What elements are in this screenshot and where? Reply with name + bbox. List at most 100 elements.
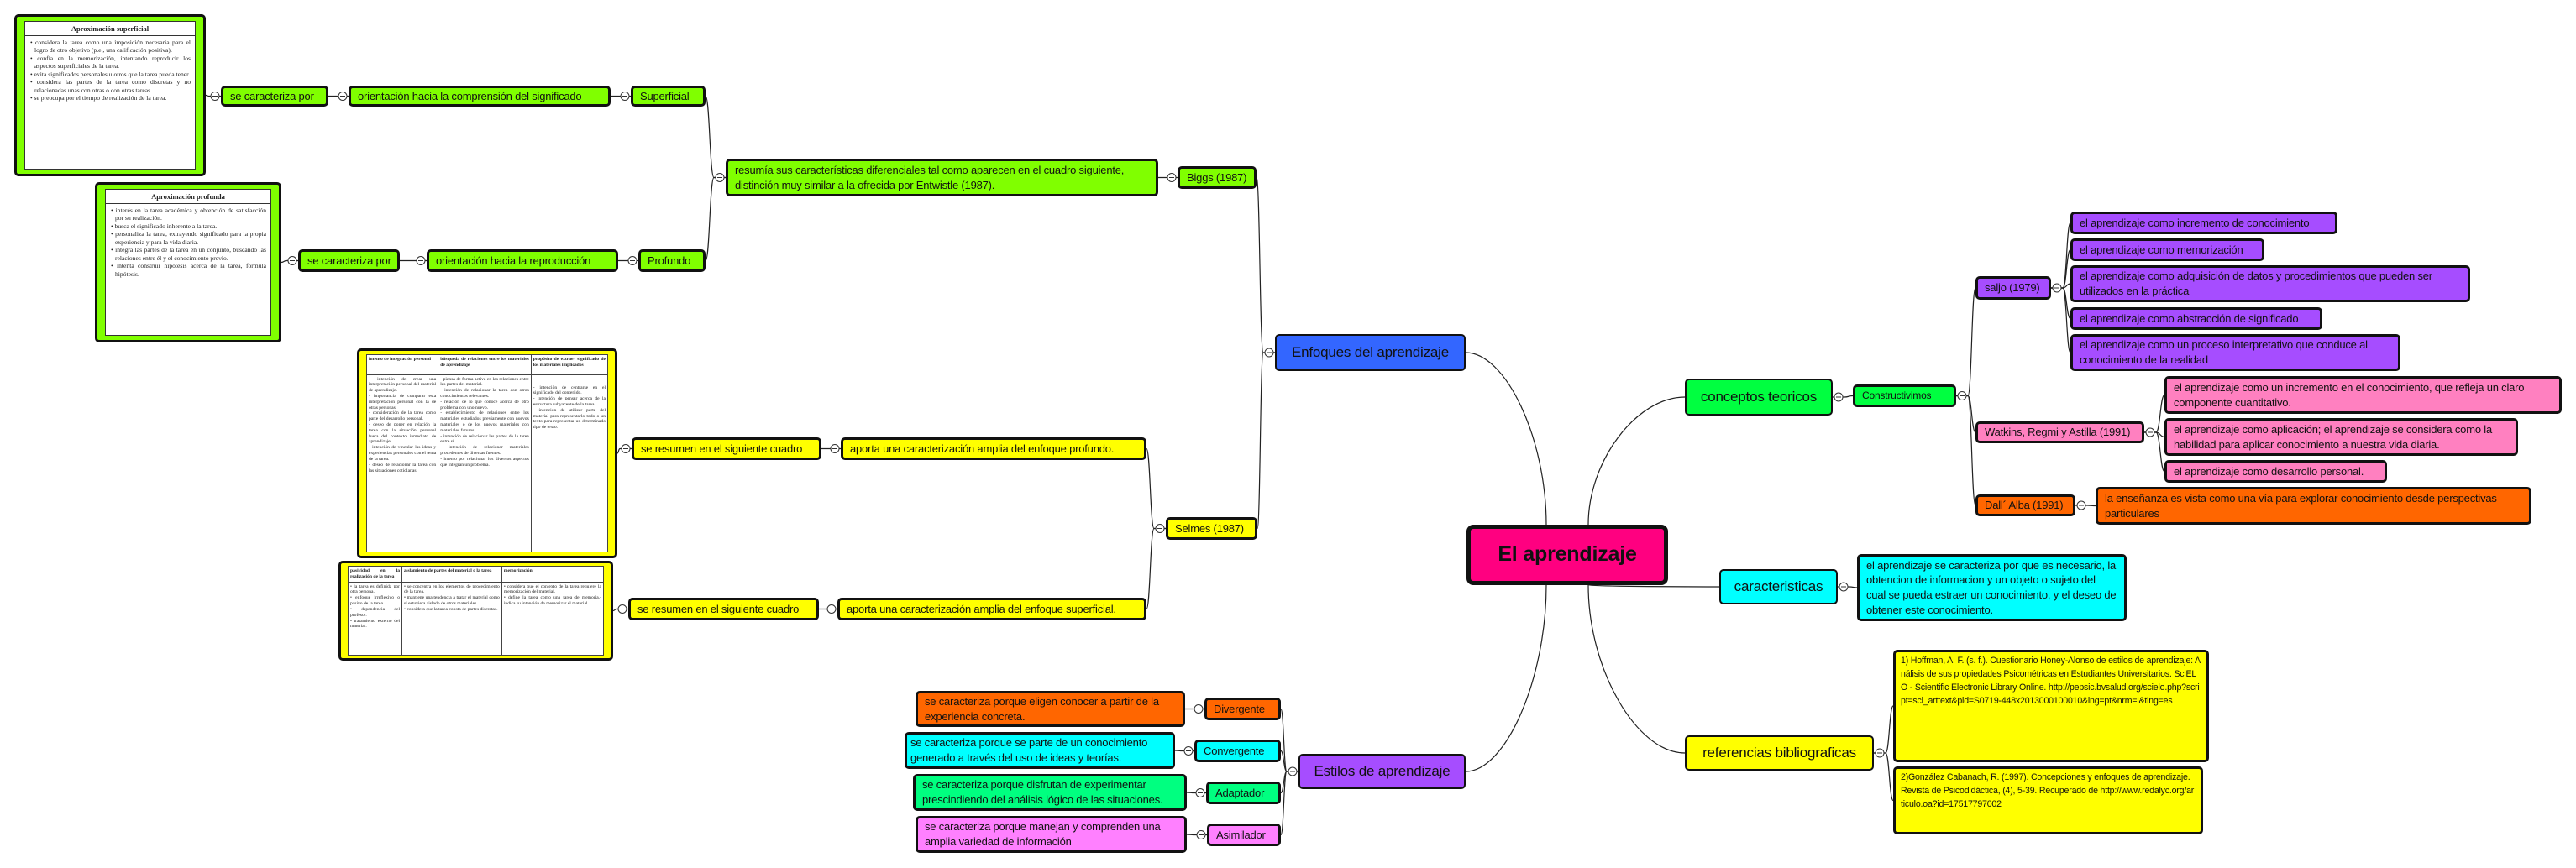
collapse-circle-icon[interactable] <box>2145 427 2155 437</box>
collapse-circle-icon[interactable] <box>826 604 837 614</box>
topic-label: Divergente <box>1214 702 1265 715</box>
topic-biggs-summary[interactable]: resumía sus características diferenciale… <box>726 159 1158 196</box>
topic-label: se caracteriza porque manejan y comprend… <box>925 820 1161 848</box>
table-header: memorización <box>501 566 605 583</box>
topic-label: conceptos teoricos <box>1700 388 1818 405</box>
topic-style-description[interactable]: se caracteriza porque manejan y comprend… <box>916 816 1187 853</box>
connector-line <box>2144 431 2165 438</box>
topic-relation-superficial[interactable]: se caracteriza por <box>221 86 328 107</box>
collapse-circle-icon[interactable] <box>210 92 220 101</box>
topic-superficial[interactable]: Superficial <box>631 86 706 107</box>
collapse-circle-icon[interactable] <box>1195 788 1205 797</box>
root-topic[interactable]: El aprendizaje <box>1466 525 1668 585</box>
topic-author-dall-alba[interactable]: Dall´ Alba (1991) <box>1975 494 2075 516</box>
topic-selmes[interactable]: Selmes (1987) <box>1166 517 1257 540</box>
topic-label: Convergente <box>1204 744 1265 757</box>
collapse-circle-icon[interactable] <box>715 173 725 182</box>
list-item: • evita significados personales u otros … <box>30 70 191 78</box>
topic-style-description[interactable]: se caracteriza porque eligen conocer a p… <box>916 691 1185 727</box>
collapse-circle-icon[interactable] <box>1264 348 1274 358</box>
topic-author-watkins[interactable]: Watkins, Regmi y Astilla (1991) <box>1975 421 2144 443</box>
collapse-circle-icon[interactable] <box>620 92 630 101</box>
collapse-circle-icon[interactable] <box>1957 391 1967 400</box>
list-item: • considera las partes de la tarea como … <box>30 78 191 94</box>
collapse-circle-icon[interactable] <box>287 256 297 265</box>
connector-line <box>1874 705 1894 754</box>
topic-caracteristicas[interactable]: caracteristicas <box>1719 569 1838 604</box>
collapse-circle-icon[interactable] <box>617 604 627 614</box>
topic-estilos[interactable]: Estilos de aprendizaje <box>1298 754 1466 789</box>
collapse-circle-icon[interactable] <box>1875 748 1885 758</box>
topic-style-asimilador[interactable]: Asimilador <box>1207 824 1281 846</box>
topic-label: se resumen en el siguiente cuadro <box>637 602 800 615</box>
collapse-circle-icon[interactable] <box>416 256 426 265</box>
topic-label: la enseñanza es vista como una vía para … <box>2105 491 2497 520</box>
collapse-circle-icon[interactable] <box>1194 704 1204 714</box>
topic-concept-item[interactable]: el aprendizaje como desarrollo personal. <box>2164 460 2387 483</box>
topic-style-divergente[interactable]: Divergente <box>1204 698 1281 720</box>
topic-selmes-superficial-relation[interactable]: se resumen en el siguiente cuadro <box>628 598 819 620</box>
collapse-circle-icon[interactable] <box>1834 392 1844 402</box>
topic-style-description[interactable]: se caracteriza porque disfrutan de exper… <box>913 774 1187 811</box>
topic-concept-item[interactable]: el aprendizaje como incremento de conoci… <box>2070 212 2337 234</box>
collapse-circle-icon[interactable] <box>1167 173 1177 182</box>
collapse-circle-icon[interactable] <box>1288 766 1298 776</box>
topic-style-description[interactable]: se caracteriza porque se parte de un con… <box>905 732 1175 769</box>
topic-selmes-profundo[interactable]: aporta una caracterización amplia del en… <box>841 437 1146 460</box>
list-item: • interés en la tarea académica y obtenc… <box>111 207 266 222</box>
topic-concept-item[interactable]: el aprendizaje como un proceso interpret… <box>2070 334 2400 371</box>
reference-item[interactable]: 2)González Cabanach, R. (1997). Concepci… <box>1893 766 2203 834</box>
topic-relation-profundo[interactable]: se caracteriza por <box>298 249 400 272</box>
table-title: Aproximación superficial <box>25 22 195 36</box>
list-item: - intento por relacionar los diversos as… <box>440 456 529 468</box>
collapse-circle-icon[interactable] <box>830 444 840 453</box>
topic-label: referencias bibliograficas <box>1702 744 1856 761</box>
topic-orientation-superficial[interactable]: orientación hacia la comprensión del sig… <box>349 86 611 107</box>
topic-constructivismo[interactable]: Constructivimos <box>1853 384 1956 407</box>
collapse-circle-icon[interactable] <box>1155 524 1165 533</box>
topic-selmes-profundo-relation[interactable]: se resumen en el siguiente cuadro <box>632 437 821 460</box>
table-profundo: Aproximación profunda • interés en la ta… <box>105 189 271 336</box>
image-table-profundo[interactable]: Aproximación profunda • interés en la ta… <box>95 182 281 342</box>
topic-biggs[interactable]: Biggs (1987) <box>1178 166 1257 189</box>
connector-line <box>1465 352 1547 526</box>
connector-line <box>1256 176 1275 353</box>
connector-line <box>1174 750 1194 752</box>
connector-line <box>1838 586 1858 588</box>
topic-concept-item[interactable]: el aprendizaje como un incremento en el … <box>2164 376 2562 414</box>
collapse-circle-icon[interactable] <box>627 256 637 265</box>
connector-line <box>2051 248 2071 289</box>
collapse-circle-icon[interactable] <box>1196 830 1206 839</box>
collapse-circle-icon[interactable] <box>338 92 348 101</box>
topic-selmes-superficial[interactable]: aporta una caracterización amplia del en… <box>837 598 1146 620</box>
topic-conceptos-teoricos[interactable]: conceptos teoricos <box>1685 379 1833 416</box>
connector-line <box>281 259 298 264</box>
topic-concept-item[interactable]: el aprendizaje como adquisición de datos… <box>2070 265 2470 302</box>
image-table-superficial[interactable]: Aproximación superficial • considera la … <box>14 14 206 176</box>
table-superficial: Aproximación superficial • considera la … <box>24 21 196 170</box>
topic-caracteristicas-description[interactable]: el aprendizaje se caracteriza por que es… <box>1857 554 2127 621</box>
reference-item[interactable]: 1) Hoffman, A. F. (s. f.). Cuestionario … <box>1893 650 2209 762</box>
topic-style-adaptador[interactable]: Adaptador <box>1206 782 1281 804</box>
topic-concept-item[interactable]: la enseñanza es vista como una vía para … <box>2096 487 2531 525</box>
topic-orientation-profundo[interactable]: orientación hacia la reproducción <box>427 249 618 272</box>
topic-author-saljo[interactable]: saljo (1979) <box>1975 276 2051 300</box>
collapse-circle-icon[interactable] <box>2052 283 2062 293</box>
topic-concept-item[interactable]: el aprendizaje como aplicación; el apren… <box>2164 418 2518 456</box>
collapse-circle-icon[interactable] <box>1839 582 1849 592</box>
topic-style-convergente[interactable]: Convergente <box>1194 740 1281 762</box>
table-cell: - piensa de forma activa en las relacion… <box>438 374 532 552</box>
list-item: - importancia de comparar esta interpret… <box>369 393 437 410</box>
collapse-circle-icon[interactable] <box>2076 500 2086 510</box>
topic-referencias[interactable]: referencias bibliograficas <box>1685 735 1874 771</box>
topic-concept-item[interactable]: el aprendizaje como abstracción de signi… <box>2070 307 2322 330</box>
topic-profundo[interactable]: Profundo <box>638 249 706 272</box>
collapse-circle-icon[interactable] <box>621 444 631 453</box>
topic-concept-item[interactable]: el aprendizaje como memorización <box>2070 238 2264 261</box>
topic-enfoques[interactable]: Enfoques del aprendizaje <box>1275 334 1466 371</box>
reference-text: 2)González Cabanach, R. (1997). Concepci… <box>1901 772 2195 809</box>
collapse-circle-icon[interactable] <box>1183 746 1194 756</box>
